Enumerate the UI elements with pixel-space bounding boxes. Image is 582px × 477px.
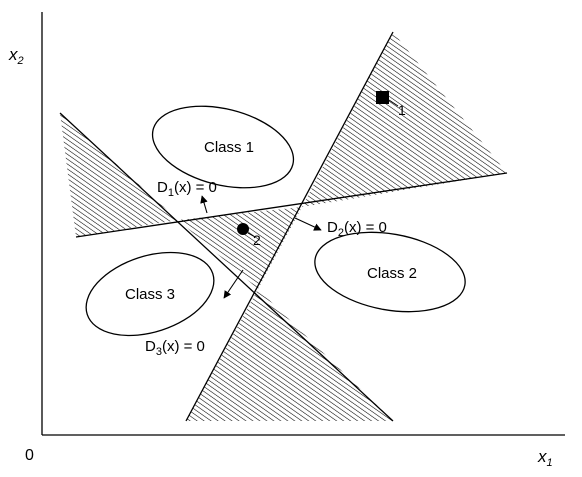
x-axis-label-var: x: [537, 447, 547, 466]
class-2-ellipse: [314, 231, 466, 313]
d1-label: D1(x) = 0: [157, 179, 217, 199]
class-3-ellipse: [85, 251, 215, 337]
d1-label-prefix: D: [157, 179, 168, 196]
y-axis-label-var: x: [8, 45, 18, 64]
d1-arrow: [200, 195, 208, 214]
boundary-line-d1: [75, 172, 508, 238]
point-1-leader: [388, 99, 399, 107]
d2-label-suffix: (x) = 0: [344, 219, 387, 236]
decision-labels: D1(x) = 0 D2(x) = 0 D3(x) = 0: [145, 179, 387, 358]
y-axis-label: x2: [8, 45, 24, 67]
point-1-square-marker: [376, 91, 389, 104]
point-1-label: 1: [398, 102, 406, 118]
d1-label-suffix: (x) = 0: [174, 179, 217, 196]
class-2-label: Class 2: [367, 265, 417, 282]
point-2-label: 2: [253, 232, 261, 248]
axis-labels: x2 x1 0: [8, 45, 553, 469]
hatched-region-center: [178, 207, 302, 289]
d2-arrow: [294, 217, 322, 231]
x-axis-label-subscript: 1: [547, 457, 553, 469]
d2-label-subscript: 2: [338, 227, 344, 239]
class-ellipses: [85, 105, 466, 337]
d3-label-subscript: 3: [156, 346, 162, 358]
hatched-region-upper-right: [302, 32, 507, 207]
d3-label: D3(x) = 0: [145, 338, 205, 358]
x-axis-label: x1: [537, 447, 553, 469]
d2-label-prefix: D: [327, 219, 338, 236]
boundary-line-d3: [59, 112, 394, 422]
point-2-circle-marker: [237, 223, 249, 235]
class-1-ellipse: [151, 105, 295, 189]
d3-label-prefix: D: [145, 338, 156, 355]
d3-arrow: [223, 269, 244, 299]
direction-arrows: [200, 195, 322, 299]
class-1-label: Class 1: [204, 139, 254, 156]
decision-boundaries: [59, 31, 508, 422]
d1-label-subscript: 1: [168, 187, 174, 199]
axes: [41, 12, 565, 436]
y-axis-label-subscript: 2: [17, 55, 24, 67]
d2-label: D2(x) = 0: [327, 219, 387, 239]
d3-label-suffix: (x) = 0: [162, 338, 205, 355]
class-3-label: Class 3: [125, 286, 175, 303]
hatched-region-left: [60, 113, 178, 237]
origin-label: 0: [25, 447, 34, 464]
class-labels: Class 1 Class 2 Class 3: [125, 139, 417, 303]
sample-points: 1 2: [237, 91, 406, 248]
indeterminate-regions: [60, 32, 507, 421]
point-2-leader: [247, 232, 256, 238]
hatched-region-bottom: [186, 289, 393, 421]
boundary-line-d2: [185, 31, 394, 422]
